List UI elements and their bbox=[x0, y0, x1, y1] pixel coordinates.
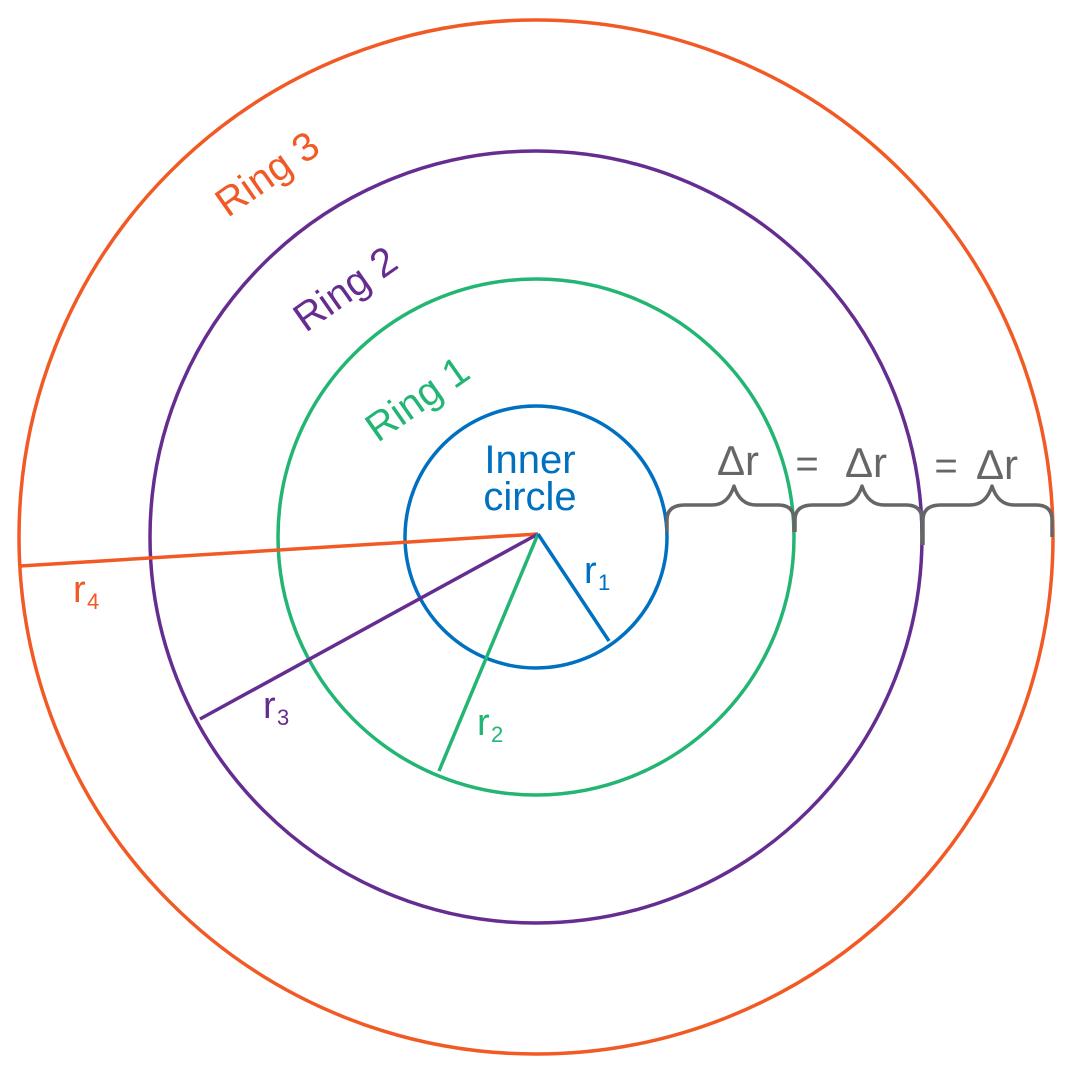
r2-subscript: 2 bbox=[491, 722, 503, 747]
r2-base: r bbox=[477, 702, 490, 744]
ring-1-label: Ring 1 bbox=[358, 348, 478, 450]
inner-circle bbox=[403, 404, 669, 670]
delta-brace-2 bbox=[793, 484, 924, 545]
radius-r2-line bbox=[437, 533, 540, 772]
inner-circle-label-line2: circle bbox=[483, 475, 576, 519]
inner-circle-label-line1: Inner bbox=[484, 438, 575, 482]
delta-brace-1 bbox=[665, 484, 796, 532]
radius-r4-line bbox=[19, 532, 539, 568]
ring-1-circle bbox=[276, 277, 796, 797]
r1-base: r bbox=[584, 550, 597, 592]
equals-sign-1: = bbox=[795, 442, 818, 486]
r1-label: r 1 bbox=[584, 550, 610, 595]
radius-r3-line bbox=[199, 532, 539, 721]
delta-r-label-3: Δr bbox=[976, 441, 1018, 488]
delta-brace-3 bbox=[921, 484, 1054, 545]
delta-r-label-1: Δr bbox=[717, 437, 759, 484]
r3-subscript: 3 bbox=[277, 705, 289, 730]
r4-subscript: 4 bbox=[87, 589, 99, 614]
r3-label: r 3 bbox=[263, 685, 289, 730]
delta-r-label-2: Δr bbox=[845, 439, 887, 486]
equals-sign-2: = bbox=[934, 444, 957, 488]
r1-subscript: 1 bbox=[598, 570, 610, 595]
radius-r1-line bbox=[536, 533, 611, 642]
ring-3-label: Ring 3 bbox=[208, 123, 328, 225]
r4-base: r bbox=[73, 569, 86, 611]
r4-label: r 4 bbox=[73, 569, 99, 614]
r3-base: r bbox=[263, 685, 276, 727]
r2-label: r 2 bbox=[477, 702, 503, 747]
